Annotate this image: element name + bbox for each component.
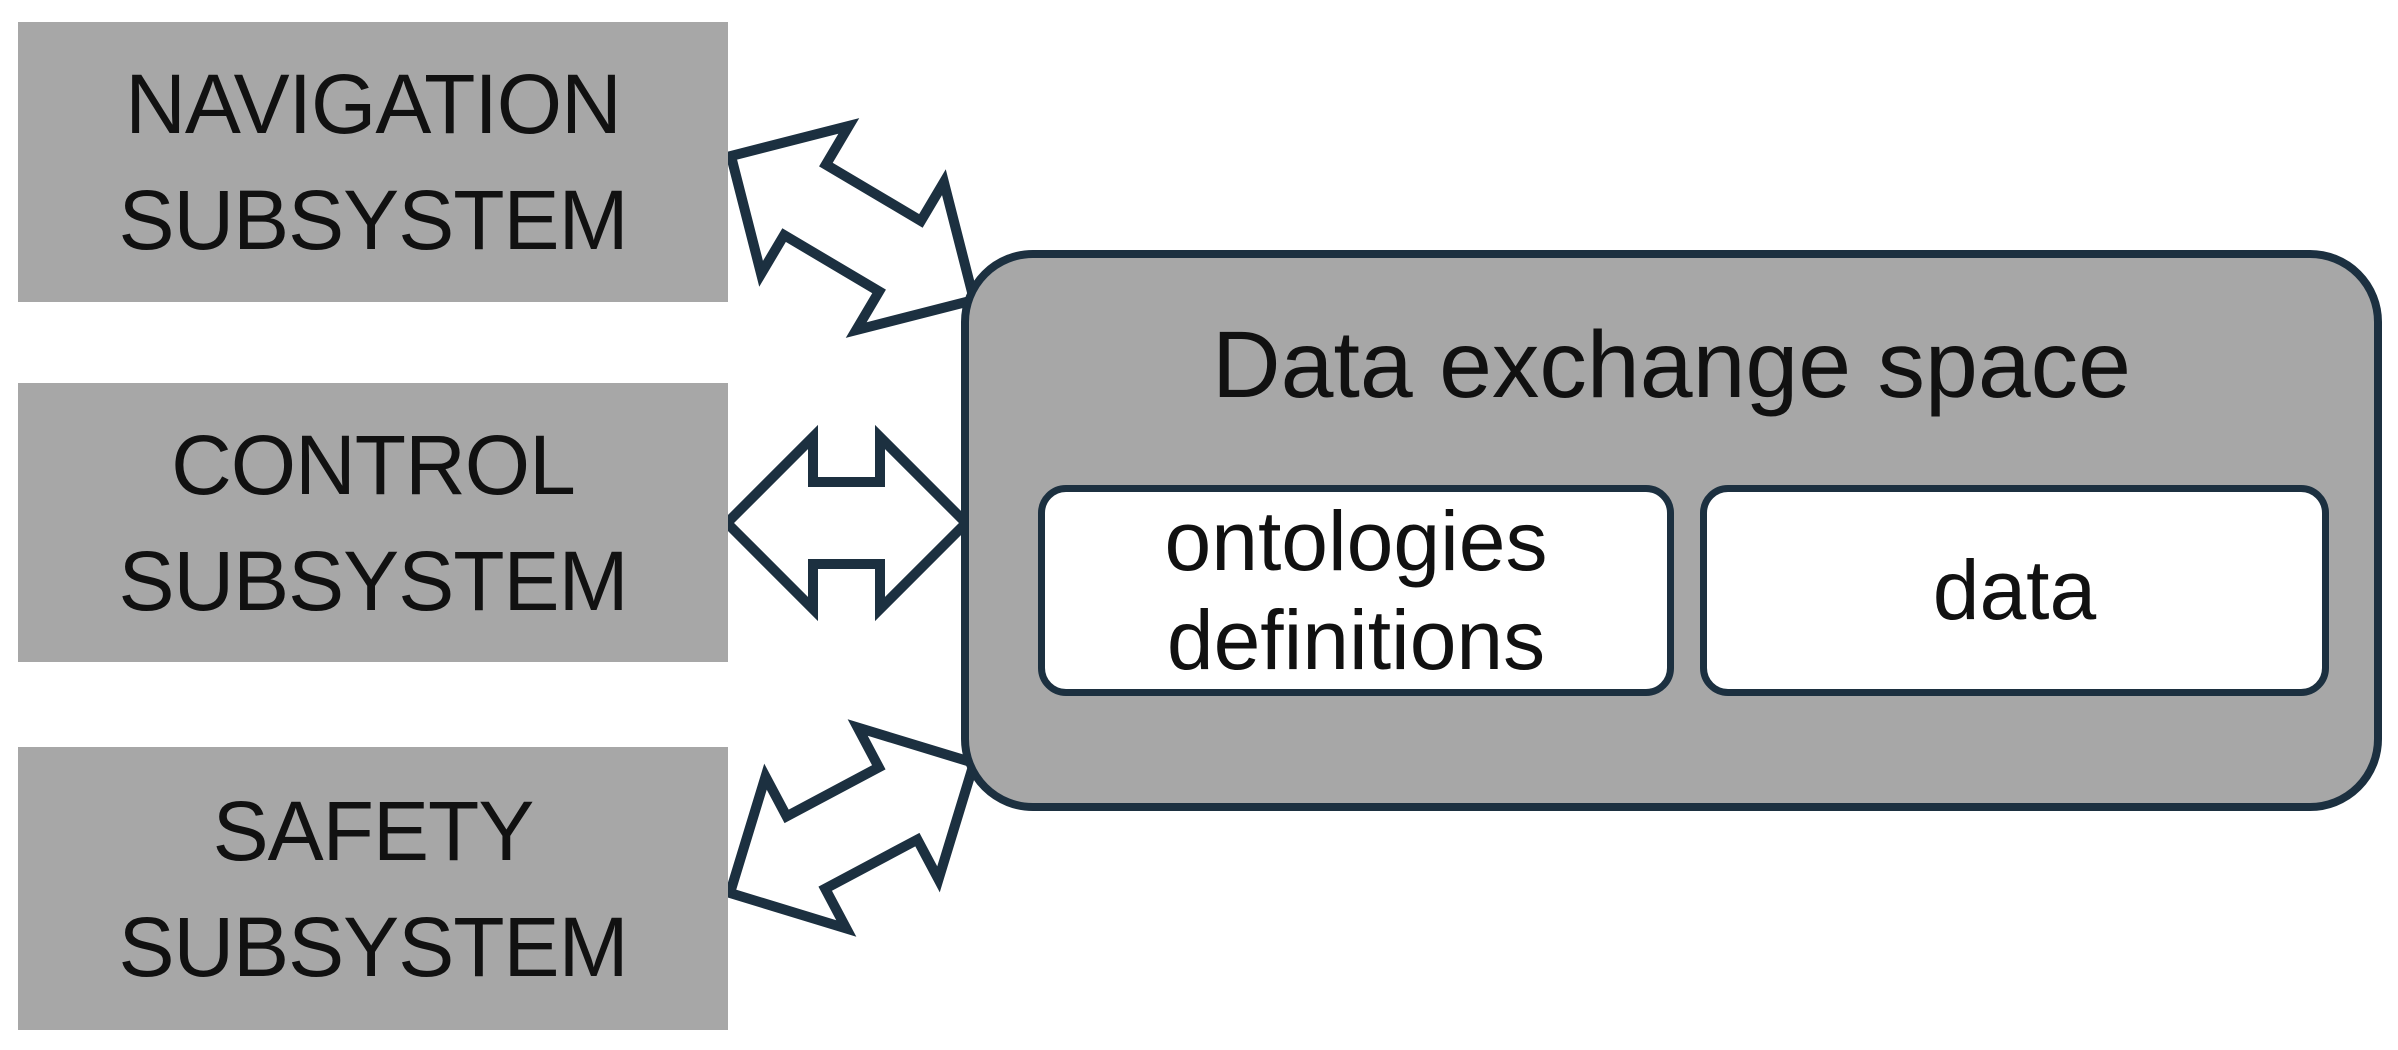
ontologies-definitions-label-line2: definitions xyxy=(1166,592,1546,687)
control-subsystem-box: CONTROL SUBSYSTEM xyxy=(18,383,728,662)
double-arrow-safety-exchange xyxy=(723,719,981,937)
navigation-subsystem-box: NAVIGATION SUBSYSTEM xyxy=(18,22,728,302)
safety-subsystem-label-line2: SUBSYSTEM xyxy=(118,899,628,994)
double-arrow-control-exchange xyxy=(719,424,974,622)
safety-subsystem-label-line1: SAFETY xyxy=(212,783,535,878)
navigation-subsystem-label-line2: SUBSYSTEM xyxy=(118,173,628,267)
data-box-label: data xyxy=(1932,543,2097,637)
data-box: data xyxy=(1700,485,2329,696)
control-subsystem-label-line1: CONTROL xyxy=(171,417,576,512)
ontologies-definitions-box: ontologies definitions xyxy=(1038,485,1674,696)
data-exchange-space-title: Data exchange space xyxy=(1212,312,2131,418)
navigation-subsystem-label-line1: NAVIGATION xyxy=(125,57,622,151)
data-exchange-space-box: Data exchange space ontologies definitio… xyxy=(961,250,2382,811)
double-arrow-navigation-exchange xyxy=(724,118,981,338)
safety-subsystem-box: SAFETY SUBSYSTEM xyxy=(18,747,728,1030)
ontologies-definitions-label-line1: ontologies xyxy=(1164,493,1548,588)
control-subsystem-label-line2: SUBSYSTEM xyxy=(118,533,628,628)
